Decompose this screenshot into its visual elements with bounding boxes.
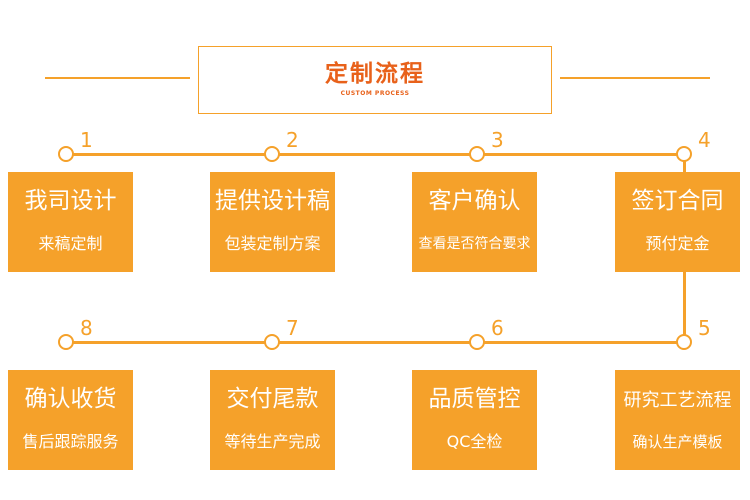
step-node-4 (676, 146, 692, 162)
step-number-4: 4 (698, 128, 711, 152)
step-card-8: 确认收货 售后跟踪服务 (8, 370, 133, 470)
step-title-5: 研究工艺流程 (623, 390, 732, 411)
step-card-7: 交付尾款 等待生产完成 (210, 370, 335, 470)
step-node-5 (676, 334, 692, 350)
step-node-3 (469, 146, 485, 162)
timeline-bottom (66, 341, 684, 344)
step-desc-5: 确认生产模板 (632, 433, 723, 451)
step-title-1: 我司设计 (24, 188, 117, 214)
step-desc-6: QC全检 (446, 432, 503, 451)
step-title-3: 客户确认 (428, 188, 521, 214)
step-desc-4: 预付定金 (645, 234, 710, 253)
page-subtitle: CUSTOM PROCESS (340, 90, 410, 97)
step-title-7: 交付尾款 (226, 386, 319, 412)
step-node-6 (469, 334, 485, 350)
step-desc-7: 等待生产完成 (224, 432, 321, 451)
header-left-line (45, 77, 190, 79)
step-number-8: 8 (80, 316, 93, 340)
step-number-2: 2 (286, 128, 299, 152)
step-node-2 (264, 146, 280, 162)
step-card-1: 我司设计 来稿定制 (8, 172, 133, 272)
step-card-3: 客户确认 查看是否符合要求 (412, 172, 537, 272)
timeline-top (66, 153, 684, 156)
step-title-6: 品质管控 (428, 386, 521, 412)
step-desc-1: 来稿定制 (38, 234, 103, 253)
step-node-8 (58, 334, 74, 350)
step-number-5: 5 (698, 316, 711, 340)
header-right-line (560, 77, 710, 79)
step-number-3: 3 (491, 128, 504, 152)
step-title-2: 提供设计稿 (215, 188, 330, 214)
step-desc-2: 包装定制方案 (224, 234, 321, 253)
step-title-4: 签订合同 (631, 188, 724, 214)
step-card-6: 品质管控 QC全检 (412, 370, 537, 470)
step-card-5: 研究工艺流程 确认生产模板 (615, 370, 740, 470)
page-title: 定制流程 (325, 61, 425, 87)
step-number-1: 1 (80, 128, 93, 152)
step-title-8: 确认收货 (24, 386, 117, 412)
step-node-1 (58, 146, 74, 162)
step-desc-3: 查看是否符合要求 (418, 236, 531, 252)
step-number-6: 6 (491, 316, 504, 340)
step-card-4: 签订合同 预付定金 (615, 172, 740, 272)
step-desc-8: 售后跟踪服务 (22, 432, 119, 451)
header-frame (198, 46, 552, 114)
step-card-2: 提供设计稿 包装定制方案 (210, 172, 335, 272)
step-node-7 (264, 334, 280, 350)
step-number-7: 7 (286, 316, 299, 340)
